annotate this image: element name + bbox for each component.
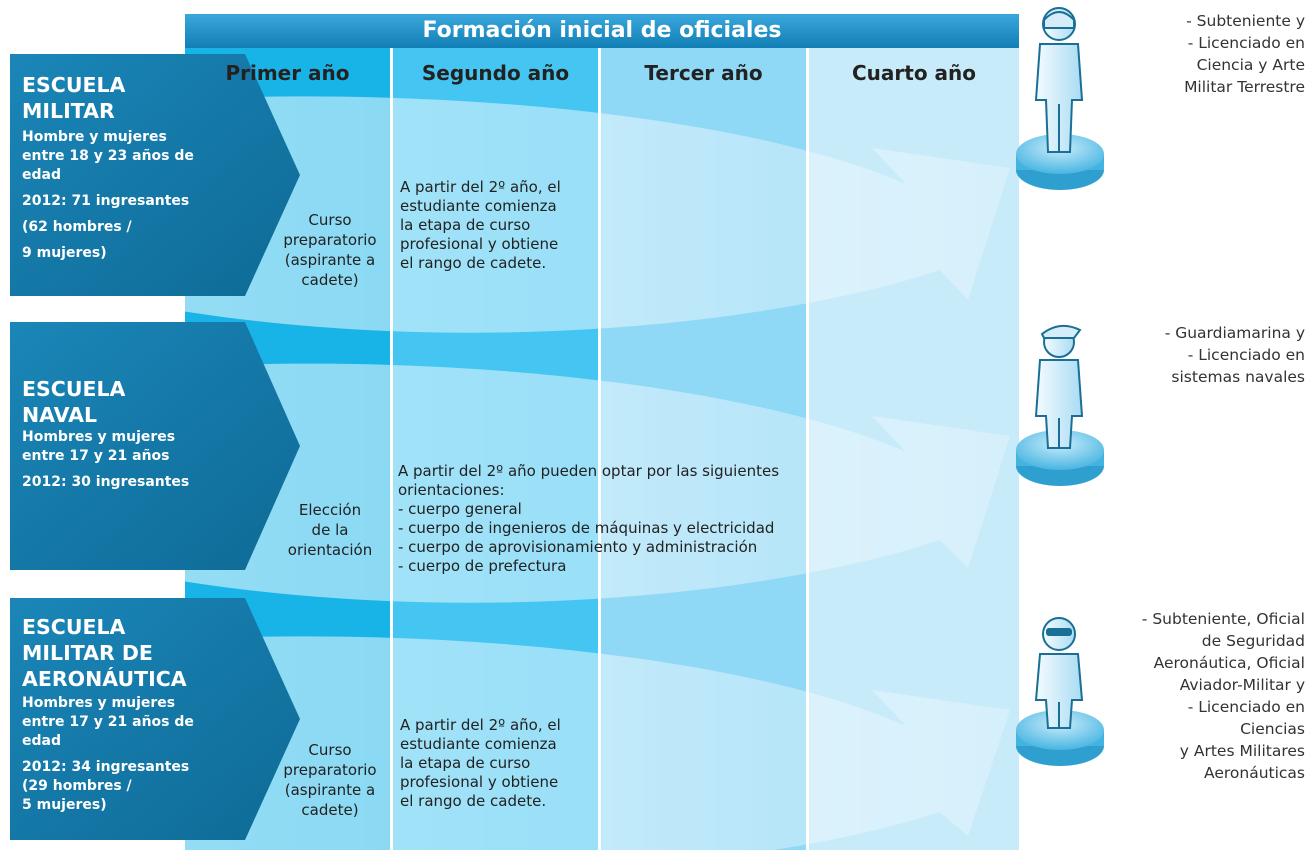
description-line: A partir del 2º año, el	[400, 178, 561, 196]
school-name-militar: ESCUELA MILITAR	[22, 72, 125, 124]
first-year-line: Curso	[308, 211, 352, 229]
first-year-line: Curso	[308, 741, 352, 759]
path-arrow-1	[120, 96, 1010, 333]
school-info-line: entre 18 y 23 años de	[22, 148, 194, 164]
outcome-line: Aviador-Militar y	[1179, 676, 1305, 694]
description-line: el rango de cadete.	[400, 254, 547, 272]
school-info-line: 2012: 30 ingresantes	[22, 474, 190, 490]
outcome-line: - Licenciado en	[1187, 698, 1305, 716]
description-line: orientaciones:	[398, 481, 505, 499]
description-line: profesional y obtiene	[400, 773, 559, 791]
school-info-line: Hombres y mujeres	[22, 429, 176, 445]
school-chevron-aeronautica	[10, 598, 300, 840]
first-year-aeronautica: Curso preparatorio (aspirante a cadete)	[268, 740, 392, 820]
description-line: la etapa de curso	[400, 216, 531, 234]
description-naval: A partir del 2º año pueden optar por las…	[398, 462, 868, 576]
outcome-line: - Licenciado en	[1187, 346, 1305, 364]
description-line: profesional y obtiene	[400, 235, 559, 253]
school-info-line: edad	[22, 733, 61, 749]
graduate-figure-aeronautica	[1016, 617, 1104, 766]
outcome-line: Aeronáutica, Oficial	[1153, 654, 1305, 672]
description-line: - cuerpo de aprovisionamiento y administ…	[398, 538, 758, 556]
outcome-line: Aeronáuticas	[1203, 764, 1305, 782]
description-line: A partir del 2º año, el	[400, 716, 561, 734]
school-name-line: ESCUELA	[22, 615, 126, 639]
column-header-2: Segundo año	[421, 61, 570, 85]
outcome-line: - Subteniente y	[1186, 12, 1305, 30]
outcome-line: Ciencias	[1240, 720, 1305, 738]
school-name-line: MILITAR	[22, 99, 115, 123]
first-year-naval: Elección de la orientación	[268, 500, 392, 560]
first-year-line: cadete)	[301, 801, 359, 819]
outcome-line: de Seguridad	[1201, 632, 1305, 650]
first-year-line: preparatorio	[283, 761, 377, 779]
school-name-line: AERONÁUTICA	[22, 667, 187, 691]
school-chevron-naval	[10, 322, 300, 570]
outcome-line: - Guardiamarina y	[1164, 324, 1305, 342]
outcome-line: y Artes Militares	[1179, 742, 1305, 760]
first-year-line: (aspirante a	[284, 251, 376, 269]
school-name-line: MILITAR DE	[22, 641, 153, 665]
outcome-line: Militar Terrestre	[1184, 78, 1305, 96]
header-band	[185, 14, 1019, 48]
outcome-line: - Subteniente, Oficial	[1141, 610, 1305, 628]
school-chevron-militar	[10, 54, 300, 296]
column-header-1: Primer año	[225, 61, 350, 85]
description-line: estudiante comienza	[400, 197, 557, 215]
path-arrow-2	[120, 363, 1010, 603]
first-year-line: orientación	[287, 541, 373, 559]
outcome-line: Ciencia y Arte	[1196, 56, 1305, 74]
outcome-militar: - Subteniente y - Licenciado en Ciencia …	[1110, 10, 1305, 98]
outcome-naval: - Guardiamarina y - Licenciado en sistem…	[1110, 322, 1305, 388]
school-info-line: Hombres y mujeres	[22, 695, 176, 711]
school-info-line: Hombre y mujeres	[22, 129, 167, 145]
diagram-title: Formación inicial de oficiales	[422, 18, 782, 43]
path-arrow-3	[120, 636, 1010, 854]
graduate-figure-naval	[1016, 324, 1104, 486]
first-year-line: (aspirante a	[284, 781, 376, 799]
description-line: el rango de cadete.	[400, 792, 547, 810]
school-name-line: ESCUELA	[22, 377, 126, 401]
school-info-line: 2012: 34 ingresantes	[22, 759, 190, 775]
school-name-naval: ESCUELA NAVAL	[22, 376, 125, 428]
first-year-line: Elección	[298, 501, 362, 519]
description-line: - cuerpo de ingenieros de máquinas y ele…	[398, 519, 775, 537]
school-info-line: (62 hombres /	[22, 219, 132, 235]
school-info-aeronautica: Hombres y mujeres entre 17 y 21 años de …	[22, 694, 194, 815]
description-line: - cuerpo de prefectura	[398, 557, 567, 575]
description-line: - cuerpo general	[398, 500, 522, 518]
school-info-militar: Hombre y mujeres entre 18 y 23 años de e…	[22, 128, 194, 263]
outcome-line: sistemas navales	[1171, 368, 1305, 386]
description-militar: A partir del 2º año, el estudiante comie…	[400, 178, 600, 273]
outcome-line: - Licenciado en	[1187, 34, 1305, 52]
school-name-line: ESCUELA	[22, 73, 126, 97]
outcome-aeronautica: - Subteniente, Oficial de Seguridad Aero…	[1100, 608, 1305, 784]
school-info-line: entre 17 y 21 años de	[22, 714, 194, 730]
school-info-line: entre 17 y 21 años	[22, 448, 170, 464]
school-info-line: 2012: 71 ingresantes	[22, 193, 190, 209]
first-year-line: preparatorio	[283, 231, 377, 249]
school-info-line: 9 mujeres)	[22, 245, 107, 261]
school-info-line: (29 hombres /	[22, 778, 132, 794]
first-year-line: de la	[311, 521, 349, 539]
school-info-line: edad	[22, 167, 61, 183]
description-line: estudiante comienza	[400, 735, 557, 753]
first-year-militar: Curso preparatorio (aspirante a cadete)	[268, 210, 392, 290]
column-header-4: Cuarto año	[851, 61, 976, 85]
description-aeronautica: A partir del 2º año, el estudiante comie…	[400, 716, 600, 811]
column-header-3: Tercer año	[644, 61, 763, 85]
first-year-line: cadete)	[301, 271, 359, 289]
school-info-line: 5 mujeres)	[22, 797, 107, 813]
school-name-aeronautica: ESCUELA MILITAR DE AERONÁUTICA	[22, 614, 187, 692]
description-line: A partir del 2º año pueden optar por las…	[398, 462, 780, 480]
description-line: la etapa de curso	[400, 754, 531, 772]
school-info-naval: Hombres y mujeres entre 17 y 21 años 201…	[22, 428, 189, 492]
graduate-figure-militar	[1016, 7, 1104, 190]
school-name-line: NAVAL	[22, 403, 98, 427]
